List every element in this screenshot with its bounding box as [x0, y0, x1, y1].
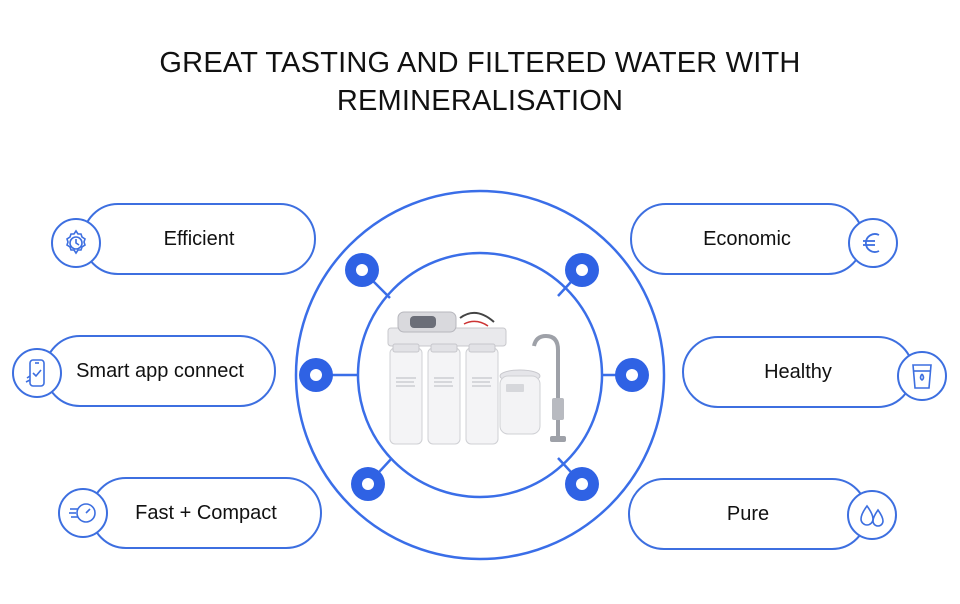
node-dot-pure: [565, 467, 599, 501]
outer-ring: [294, 189, 666, 561]
title-line-1: GREAT TASTING AND FILTERED WATER WITH: [159, 47, 801, 79]
feature-pure: Pure: [628, 478, 868, 550]
node-dot-smart: [299, 358, 333, 392]
feature-economic: Economic: [630, 203, 864, 275]
feature-smart-app-label: Smart app connect: [76, 359, 244, 382]
water-glass-icon: [897, 351, 947, 401]
feature-healthy: Healthy: [682, 336, 914, 408]
title-line-2: REMINERALISATION: [336, 85, 624, 117]
node-dot-healthy: [615, 358, 649, 392]
water-drops-icon: [847, 490, 897, 540]
water-filter-system-illustration: [387, 311, 566, 445]
page-title: GREAT TASTING AND FILTERED WATER WITH RE…: [0, 44, 960, 120]
smartphone-check-icon: [12, 348, 62, 398]
node-dot-fast: [351, 467, 385, 501]
feature-pure-label: Pure: [726, 502, 770, 525]
feature-fast-compact: Fast + Compact: [90, 477, 322, 549]
feature-healthy-label: Healthy: [764, 360, 832, 383]
node-dot-economic: [565, 253, 599, 287]
feature-efficient: Efficient: [82, 203, 316, 275]
feature-smart-app: Smart app connect: [44, 335, 276, 407]
speedometer-icon: [58, 488, 108, 538]
feature-economic-label: Economic: [703, 227, 791, 250]
gear-clock-icon: [51, 218, 101, 268]
euro-icon: [848, 218, 898, 268]
node-dot-efficient: [345, 253, 379, 287]
feature-fast-compact-label: Fast + Compact: [135, 501, 277, 524]
feature-efficient-label: Efficient: [163, 227, 235, 250]
